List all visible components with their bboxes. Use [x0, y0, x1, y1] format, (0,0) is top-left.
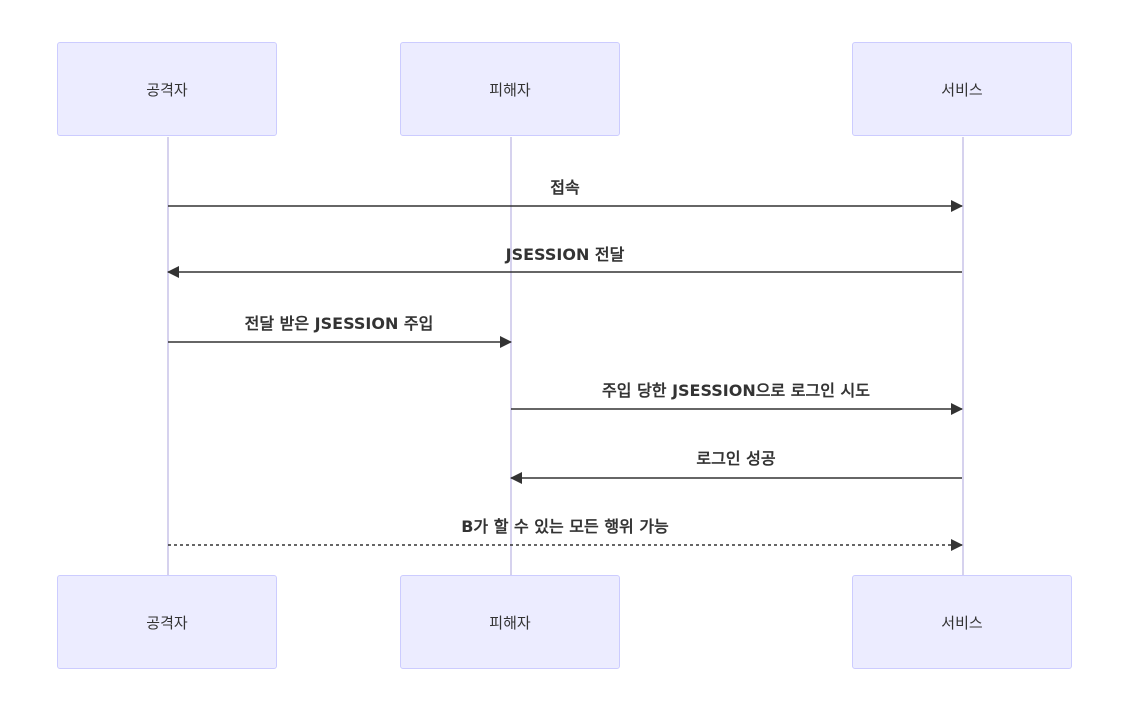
lifeline-victim: [510, 137, 512, 575]
message-label-3: 전달 받은 JSESSION 주입: [244, 314, 434, 333]
actor-bottom-service: 서비스: [852, 575, 1072, 669]
actor-label: 피해자: [489, 613, 531, 632]
message-label-5: 로그인 성공: [696, 449, 776, 468]
message-label-4: 주입 당한 JSESSION으로 로그인 시도: [602, 381, 870, 400]
actor-label: 서비스: [941, 80, 983, 99]
message-label-2: JSESSION 전달: [505, 245, 625, 264]
actor-top-attacker: 공격자: [57, 42, 277, 136]
actor-bottom-victim: 피해자: [400, 575, 620, 669]
actor-top-victim: 피해자: [400, 42, 620, 136]
actor-label: 공격자: [146, 613, 188, 632]
message-label-1: 접속: [550, 178, 580, 197]
lifeline-attacker: [167, 137, 169, 575]
actor-bottom-attacker: 공격자: [57, 575, 277, 669]
actor-label: 서비스: [941, 613, 983, 632]
actor-top-service: 서비스: [852, 42, 1072, 136]
actor-label: 공격자: [146, 80, 188, 99]
actor-label: 피해자: [489, 80, 531, 99]
lifeline-service: [962, 137, 964, 575]
message-label-6: B가 할 수 있는 모든 행위 가능: [461, 517, 669, 536]
